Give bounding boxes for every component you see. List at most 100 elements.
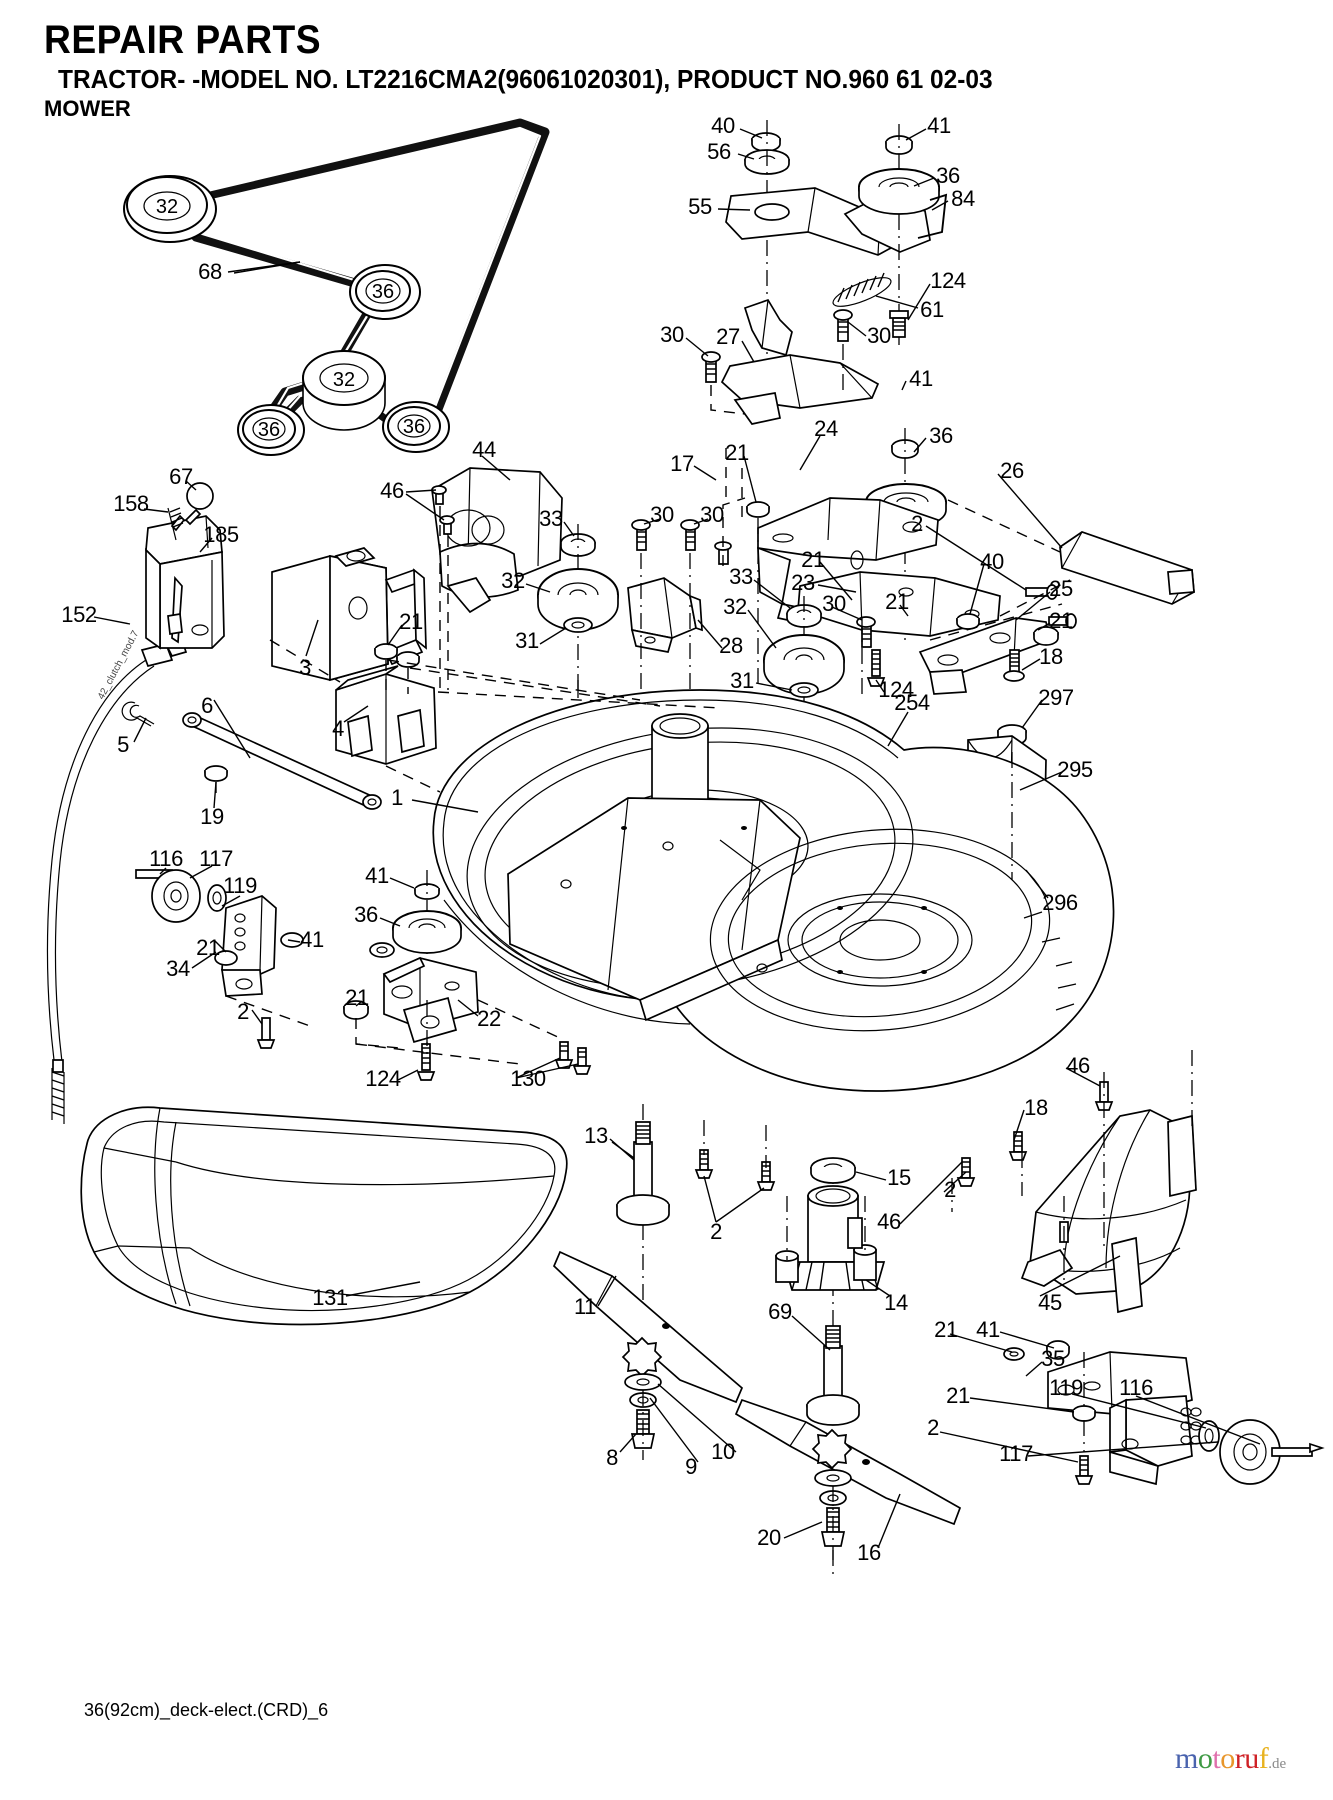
callout-2: 2 [237, 999, 249, 1024]
spindle-and-blade-right [734, 1157, 962, 1580]
callout-18: 18 [1039, 644, 1063, 669]
callout-21: 21 [934, 1317, 958, 1342]
belt-routing-group: 32 36 32 36 36 [123, 118, 550, 456]
deck-cover-45 [956, 1072, 1197, 1314]
callout-124: 124 [878, 677, 914, 702]
callout-33: 33 [539, 506, 563, 531]
callout-84: 84 [951, 186, 975, 211]
callout-117: 117 [999, 1441, 1033, 1466]
callout-2: 2 [944, 1177, 956, 1202]
callout-21: 21 [725, 440, 749, 465]
callout-32: 32 [501, 568, 525, 593]
left-idler-pulley [369, 870, 462, 1060]
callout-46: 46 [380, 478, 404, 503]
callout-68: 68 [198, 259, 222, 284]
watermark-letter: m [1175, 1742, 1198, 1775]
callout-30: 30 [822, 591, 846, 616]
callout-296: 296 [1042, 890, 1078, 915]
callout-28: 28 [719, 633, 743, 658]
callout-6: 6 [201, 693, 213, 718]
callout-61: 61 [920, 297, 944, 322]
watermark-letter: o [1220, 1742, 1235, 1775]
callout-41: 41 [909, 366, 933, 391]
callout-36: 36 [354, 902, 378, 927]
callout-2: 2 [710, 1219, 722, 1244]
watermark-letter: r [1234, 1742, 1245, 1775]
callout-5: 5 [117, 732, 129, 757]
callout-8: 8 [606, 1445, 618, 1470]
callout-10: 10 [711, 1439, 735, 1464]
callout-31: 31 [730, 668, 754, 693]
callout-36: 36 [936, 163, 960, 188]
callout-19: 19 [200, 804, 224, 829]
callout-152: 152 [61, 602, 97, 627]
deck-fasteners [554, 1041, 776, 1191]
motoruf-watermark: motoruf.de [1175, 1742, 1286, 1776]
callout-295: 295 [1057, 757, 1093, 782]
callout-185: 185 [203, 522, 239, 547]
clutch-cable-assembly: 42_clutch_mod.7 [46, 482, 441, 1124]
callout-17: 17 [670, 451, 694, 476]
callout-158: 158 [113, 491, 149, 516]
callout-35: 35 [1041, 1346, 1065, 1371]
callout-4: 4 [332, 716, 344, 741]
callout-26: 26 [1000, 458, 1024, 483]
callout-297: 297 [1038, 685, 1074, 710]
svg-text:36: 36 [403, 416, 425, 438]
callout-16: 16 [857, 1540, 881, 1565]
callout-55: 55 [688, 194, 712, 219]
watermark-letter: u [1244, 1742, 1259, 1775]
callout-41: 41 [927, 113, 951, 138]
callout-30: 30 [700, 502, 724, 527]
model-line: TRACTOR- -MODEL NO. LT2216CMA2(960610203… [58, 66, 993, 94]
center-pulley-group [431, 467, 845, 760]
callout-11: 11 [573, 1294, 597, 1319]
callout-124: 124 [930, 268, 966, 293]
callout-41: 41 [365, 863, 389, 888]
callout-40: 40 [711, 113, 735, 138]
callout-124: 124 [365, 1066, 401, 1091]
callout-67: 67 [169, 464, 193, 489]
svg-text:32: 32 [156, 196, 178, 218]
callout-46: 46 [1066, 1053, 1090, 1078]
callout-69: 69 [768, 1299, 792, 1324]
watermark-letter: t [1212, 1742, 1221, 1775]
assembly-guide-lines [225, 448, 1193, 1560]
callout-21: 21 [801, 547, 825, 572]
callout-117: 117 [199, 846, 233, 871]
callout-14: 14 [884, 1290, 908, 1315]
callout-27: 27 [716, 324, 740, 349]
watermark-letter: o [1197, 1742, 1213, 1775]
callout-44: 44 [472, 437, 496, 462]
footer-code: 36(92cm)_deck-elect.(CRD)_6 [84, 1700, 329, 1720]
mower-deck-housing [432, 689, 1115, 1092]
callout-116: 116 [149, 846, 183, 871]
callout-40: 40 [980, 549, 1004, 574]
callout-56: 56 [707, 139, 731, 164]
spindle-and-blade-left [552, 1104, 744, 1449]
callout-15: 15 [887, 1165, 911, 1190]
callout-119: 119 [223, 873, 257, 898]
callout-24: 24 [814, 416, 838, 441]
callout-2: 2 [927, 1415, 939, 1440]
callout-32: 32 [723, 594, 747, 619]
callout-2: 2 [911, 511, 923, 536]
callout-20: 20 [757, 1525, 781, 1550]
svg-text:36: 36 [258, 419, 280, 441]
callout-254: 254 [894, 690, 930, 715]
callout-119: 119 [1049, 1375, 1083, 1400]
callout-13: 13 [584, 1123, 608, 1148]
callout-116: 116 [1119, 1375, 1153, 1400]
callout-131: 131 [312, 1285, 348, 1310]
callout-36: 36 [929, 423, 953, 448]
callout-21: 21 [345, 985, 369, 1010]
watermark-letter: f [1258, 1742, 1269, 1775]
bracket-22 [343, 956, 479, 1081]
callout-22: 22 [477, 1006, 501, 1031]
callout-30: 30 [867, 323, 891, 348]
watermark-suffix: .de [1268, 1756, 1287, 1772]
callout-21: 21 [885, 589, 909, 614]
callout-46: 46 [877, 1209, 901, 1234]
section-title: MOWER [44, 96, 131, 121]
